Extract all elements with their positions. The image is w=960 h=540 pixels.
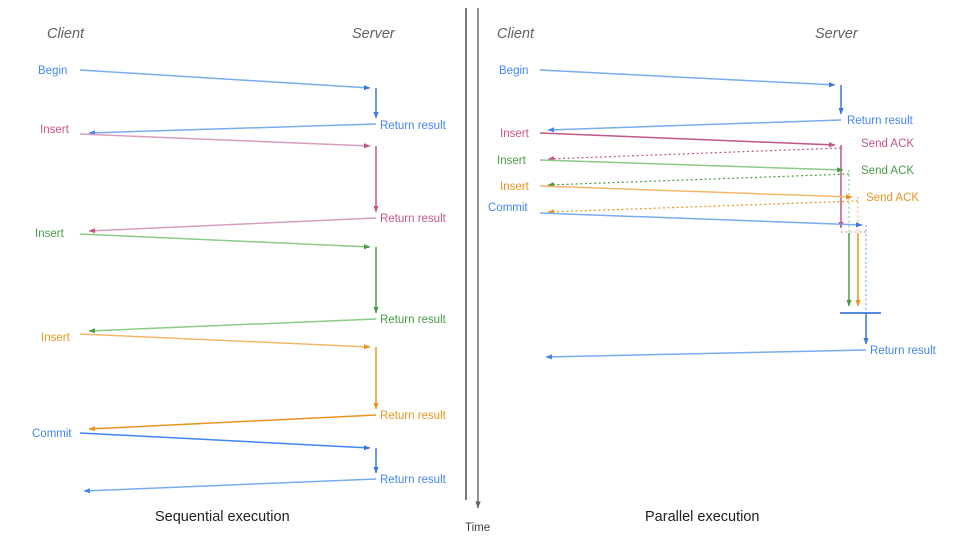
right-insert1-ack-label: Send ACK — [861, 138, 914, 150]
left-insert2-return-arrow — [88, 318, 377, 334]
right-begin-return-arrow — [547, 119, 842, 133]
left-insert2-return-label: Return result — [380, 314, 447, 326]
right-panel-caption: Parallel execution — [645, 509, 759, 525]
left-commit-request-arrow — [79, 432, 371, 451]
left-begin-label: Begin — [38, 65, 67, 77]
right-insert3-label: Insert — [500, 181, 530, 193]
left-insert3-return-label: Return result — [380, 410, 447, 422]
left-begin-request-arrow — [79, 69, 371, 91]
right-insert3-ack-arrow — [547, 200, 859, 215]
left-commit-return-arrow — [83, 478, 377, 494]
right-insert3-request-arrow — [539, 185, 853, 200]
left-commit-label: Commit — [32, 428, 72, 440]
right-insert1-label: Insert — [500, 128, 530, 140]
right-commit-return-arrow — [545, 349, 867, 360]
right-begin-label: Begin — [499, 65, 528, 77]
left-server-lane-label: Server — [352, 26, 396, 42]
left-client-lane-label: Client — [47, 26, 85, 42]
left-insert1-label: Insert — [40, 124, 70, 136]
left-insert1-request-arrow — [79, 133, 371, 149]
right-insert2-ack-arrow — [547, 173, 850, 188]
time-axis-label: Time — [465, 522, 490, 534]
left-insert3-request-arrow — [79, 333, 371, 350]
right-insert2-ack-label: Send ACK — [861, 165, 914, 177]
right-client-lane-label: Client — [497, 26, 535, 42]
left-insert2-label: Insert — [35, 228, 65, 240]
left-commit-return-label: Return result — [380, 474, 447, 486]
right-begin-return-label: Return result — [847, 115, 914, 127]
right-commit-return-label: Return result — [870, 345, 937, 357]
left-insert1-return-label: Return result — [380, 213, 447, 225]
left-insert2-request-arrow — [79, 233, 371, 250]
right-begin-request-arrow — [539, 69, 836, 88]
left-insert3-label: Insert — [41, 332, 71, 344]
right-server-lane-label: Server — [815, 26, 859, 42]
right-insert2-request-arrow — [539, 159, 844, 173]
left-begin-return-arrow — [88, 123, 377, 136]
right-commit-label: Commit — [488, 202, 528, 214]
right-insert1-ack-arrow — [547, 147, 842, 162]
left-insert3-return-arrow — [88, 414, 377, 432]
left-begin-return-label: Return result — [380, 120, 447, 132]
left-panel-caption: Sequential execution — [155, 509, 290, 525]
right-insert1-request-arrow — [539, 132, 836, 148]
left-insert1-return-arrow — [88, 217, 377, 234]
right-insert2-label: Insert — [497, 155, 527, 167]
right-insert3-ack-label: Send ACK — [866, 192, 919, 204]
right-commit-request-arrow — [539, 212, 863, 228]
